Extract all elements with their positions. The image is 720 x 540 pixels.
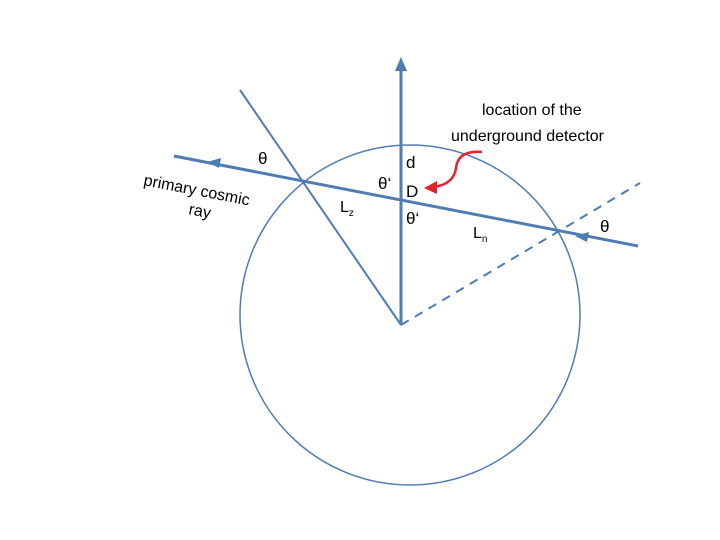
vertical-axis-arrowhead xyxy=(395,57,407,71)
theta-label-left: θ xyxy=(258,149,267,168)
theta-label-right: θ xyxy=(600,217,609,236)
detector-caption-line2: underground detector xyxy=(451,128,605,145)
theta-prime-lower-label: θ‘ xyxy=(406,209,419,228)
ray-arrowhead-right xyxy=(575,232,589,242)
cosmic-ray-path xyxy=(173,154,639,248)
primary-ray-label-line2: ray xyxy=(187,201,212,222)
zenith-line xyxy=(239,89,402,326)
dashed-radius-line xyxy=(400,182,641,326)
length-Lz-subscript: z xyxy=(349,208,354,219)
length-label-Ln: Ln xyxy=(473,225,487,245)
depth-label-d: d xyxy=(406,153,415,172)
earth-circle xyxy=(239,144,581,486)
length-Lz-main: L xyxy=(340,199,349,216)
ray-arrowhead-left xyxy=(207,158,221,168)
length-label-Lz: Lz xyxy=(340,199,354,219)
length-Ln-subscript: n xyxy=(482,234,488,245)
detector-caption-line1: location of the xyxy=(482,102,582,119)
detector-pointer-arrow xyxy=(433,150,483,189)
theta-prime-upper-label: θ‘ xyxy=(378,174,391,193)
detector-label-D: D xyxy=(406,182,418,201)
length-Ln-main: L xyxy=(473,225,482,242)
detector-pointer-arrowhead xyxy=(424,181,437,194)
